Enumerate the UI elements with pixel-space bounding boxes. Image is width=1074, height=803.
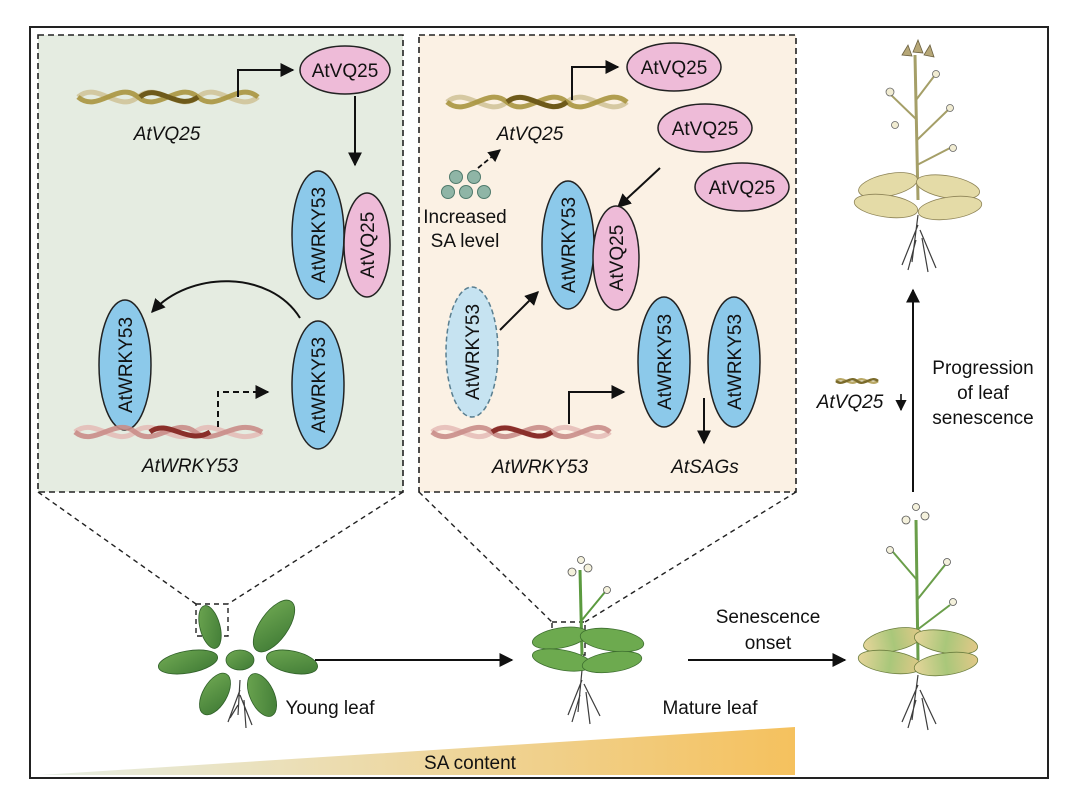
mature-leaf-label: Mature leaf [662, 698, 758, 719]
wrky53-b-label: AtWRKY53 [725, 314, 746, 410]
wrky53-a-label: AtWRKY53 [655, 314, 676, 410]
vq25-top-label: AtVQ25 [641, 58, 708, 79]
senescence-onset-line1: Senescence [716, 607, 821, 628]
young-plant-illustration [157, 599, 318, 729]
senescence-onset-line2: onset [745, 633, 792, 654]
transcription-arrow-mid [571, 60, 620, 100]
zoom-line [227, 491, 404, 605]
vq25-complex-label-mid: AtVQ25 [607, 225, 628, 292]
vq25-protein-label: AtVQ25 [312, 61, 379, 82]
release-arrow [151, 280, 301, 319]
sa-molecules [441, 170, 491, 199]
gene-vq25-label: AtVQ25 [133, 124, 201, 145]
young-leaf-panel: AtVQ25 AtVQ25 AtWRKY53 AtVQ25 AtWRKY53 A… [37, 34, 404, 493]
mature-plant-illustration [531, 556, 645, 725]
dna-wrky53-middle [430, 424, 612, 440]
wrky53-complex-label: AtWRKY53 [309, 187, 330, 283]
wrky53-faded-oval [445, 286, 499, 418]
sa-induction-arrow [477, 149, 501, 169]
young-leaf-label: Young leaf [285, 698, 375, 719]
dna-vq25-small [835, 378, 879, 384]
progression-line3: senescence [932, 408, 1033, 429]
progression-line2: of leaf [957, 383, 1009, 404]
wrky53-complex-label-mid: AtWRKY53 [559, 197, 580, 293]
zoom-line [37, 491, 197, 605]
dna-vq25-left [76, 89, 260, 105]
figure-border [29, 26, 1049, 779]
sa-level-line1: Increased [423, 207, 506, 228]
wrky53-a-oval [637, 296, 691, 428]
transcription-arrow-wrky [568, 385, 626, 424]
vq25-downregulated-label: AtVQ25 [816, 392, 884, 413]
sa-content-label: SA content [424, 753, 517, 774]
mature-leaf-panel: AtVQ25 AtVQ25 AtVQ25 AtVQ25 Increased SA… [418, 34, 797, 493]
wrky53-faded-label: AtWRKY53 [463, 304, 484, 400]
zoom-line [584, 491, 797, 623]
vq25-protein-oval [299, 45, 391, 95]
sequestration-arrow [499, 291, 539, 331]
gene-wrky53-label: AtWRKY53 [141, 456, 239, 477]
wrky53-right-label: AtWRKY53 [309, 337, 330, 433]
sags-label: AtSAGs [670, 457, 739, 478]
progression-line1: Progression [932, 358, 1033, 379]
weak-transcription-arrow [217, 385, 270, 427]
binding-arrow-mid [616, 167, 661, 208]
vq25-right-oval [694, 162, 790, 212]
late-senescence-plant-illustration [853, 38, 983, 273]
vq25-mid-label: AtVQ25 [672, 119, 739, 140]
zoom-box-young [195, 603, 229, 637]
early-senescence-plant-illustration [857, 503, 979, 731]
vq25-complex-oval [343, 192, 391, 298]
dna-wrky53-left [73, 424, 264, 440]
dna-vq25-middle [445, 94, 629, 110]
vq25-complex-label: AtVQ25 [358, 212, 379, 279]
vq25-right-label: AtVQ25 [709, 178, 776, 199]
wrky53-left-label: AtWRKY53 [116, 317, 137, 413]
sa-content-gradient [40, 727, 795, 775]
young-leaf-panel-box [37, 34, 404, 493]
vq25-top-oval [626, 42, 722, 92]
gene-vq25-label-mid: AtVQ25 [496, 124, 564, 145]
vq25-mid-oval [657, 103, 753, 153]
vq25-complex-oval-mid [592, 205, 640, 311]
transcription-arrow [237, 63, 295, 97]
gene-wrky53-label-mid: AtWRKY53 [491, 457, 589, 478]
wrky53-right-oval [291, 320, 345, 450]
wrky53-b-oval [707, 296, 761, 428]
zoom-line [418, 491, 553, 623]
sa-level-line2: SA level [431, 231, 500, 252]
